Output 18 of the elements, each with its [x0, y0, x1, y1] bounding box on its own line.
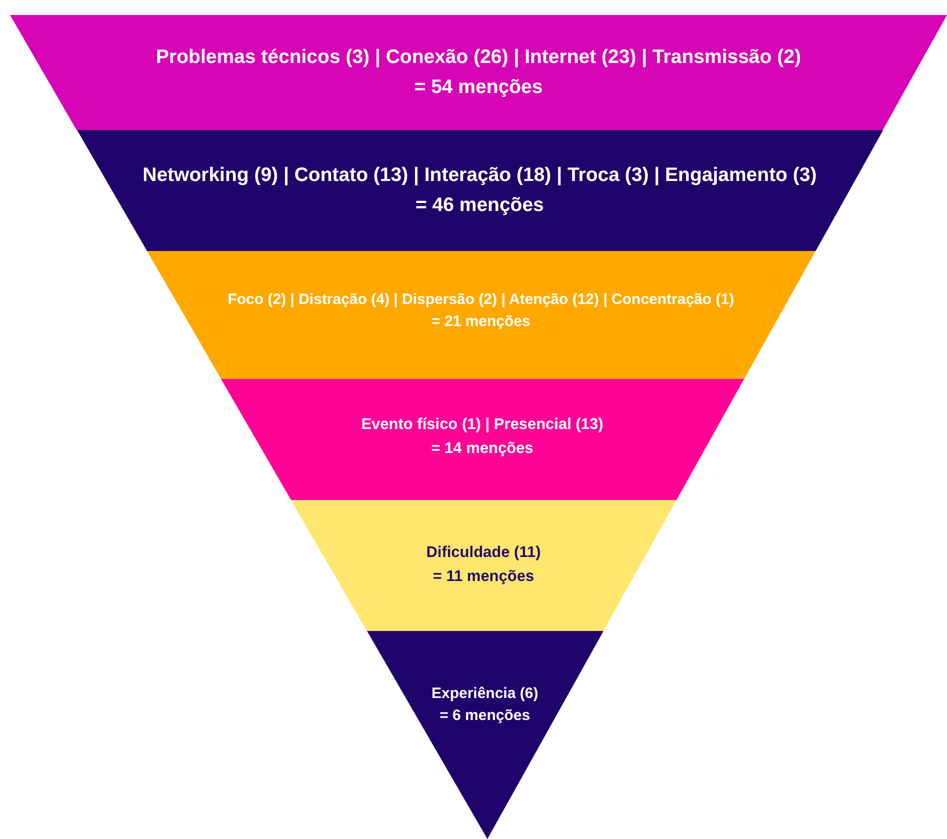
category-counts: Foco (2) | Distração (4) | Dispersão (2) | Atenção (12) | Concentração (1)	[228, 290, 734, 310]
funnel-segment	[290, 500, 676, 631]
mention-total: = 46 menções	[415, 192, 544, 218]
category-counts: Dificuldade (11)	[426, 543, 541, 564]
funnel-segment	[146, 251, 816, 379]
category-counts: Networking (9) | Contato (13) | Interação (18) | Troca (3) | Engajamento (3)	[142, 163, 817, 188]
funnel-segment	[366, 631, 604, 839]
funnel-segment	[76, 130, 883, 251]
mention-total: = 6 menções	[440, 706, 530, 726]
category-counts: Experiência (6)	[431, 684, 538, 704]
category-counts: Problemas técnicos (3) | Conexão (26) | Internet (23) | Transmissão (2)	[156, 45, 801, 70]
funnel-segment	[10, 15, 947, 130]
mention-total: = 14 menções	[431, 438, 534, 458]
mention-total: = 54 menções	[414, 74, 543, 100]
mention-total: = 21 menções	[432, 312, 530, 332]
funnel-segment	[220, 379, 744, 500]
mention-total: = 11 menções	[432, 566, 534, 586]
category-counts: Evento físico (1) | Presencial (13)	[361, 415, 604, 436]
